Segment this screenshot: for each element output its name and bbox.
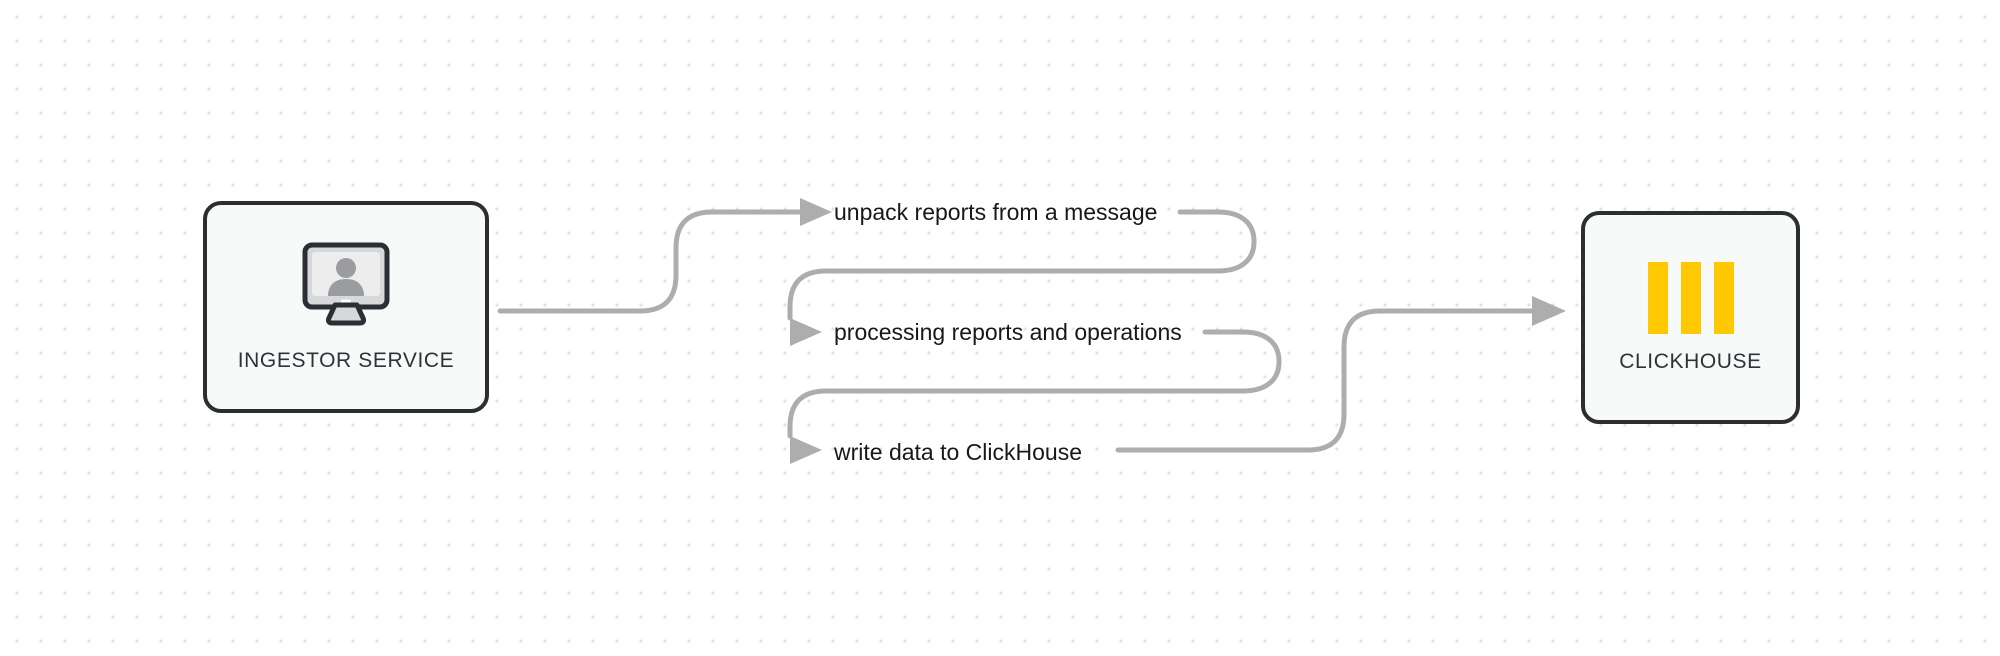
arrow-head-processing [790,318,822,346]
step-label-processing: processing reports and operations [834,319,1182,345]
step-label-write: write data to ClickHouse [834,439,1082,465]
node-ingestor-service[interactable]: INGESTOR SERVICE [203,201,489,413]
node-ingestor-service-label: INGESTOR SERVICE [237,348,455,372]
clickhouse-bar [1647,261,1668,334]
arrow-head-clickhouse [1532,296,1566,326]
clickhouse-bar [1680,261,1701,334]
edge-unpack-to-processing [787,209,1257,321]
arrow-head-unpack [800,198,832,226]
node-clickhouse[interactable]: CLICKHOUSE [1581,211,1800,424]
monitor-user-icon [301,242,391,331]
edge-ingestor-to-unpack [497,209,803,314]
step-label-unpack: unpack reports from a message [834,199,1158,225]
node-clickhouse-label: CLICKHOUSE [1619,349,1762,373]
arrow-head-write [790,436,822,464]
edge-processing-to-write [787,329,1282,439]
clickhouse-bars-icon [1647,261,1734,334]
edge-write-to-clickhouse [1115,308,1535,453]
clickhouse-bar [1713,261,1734,334]
